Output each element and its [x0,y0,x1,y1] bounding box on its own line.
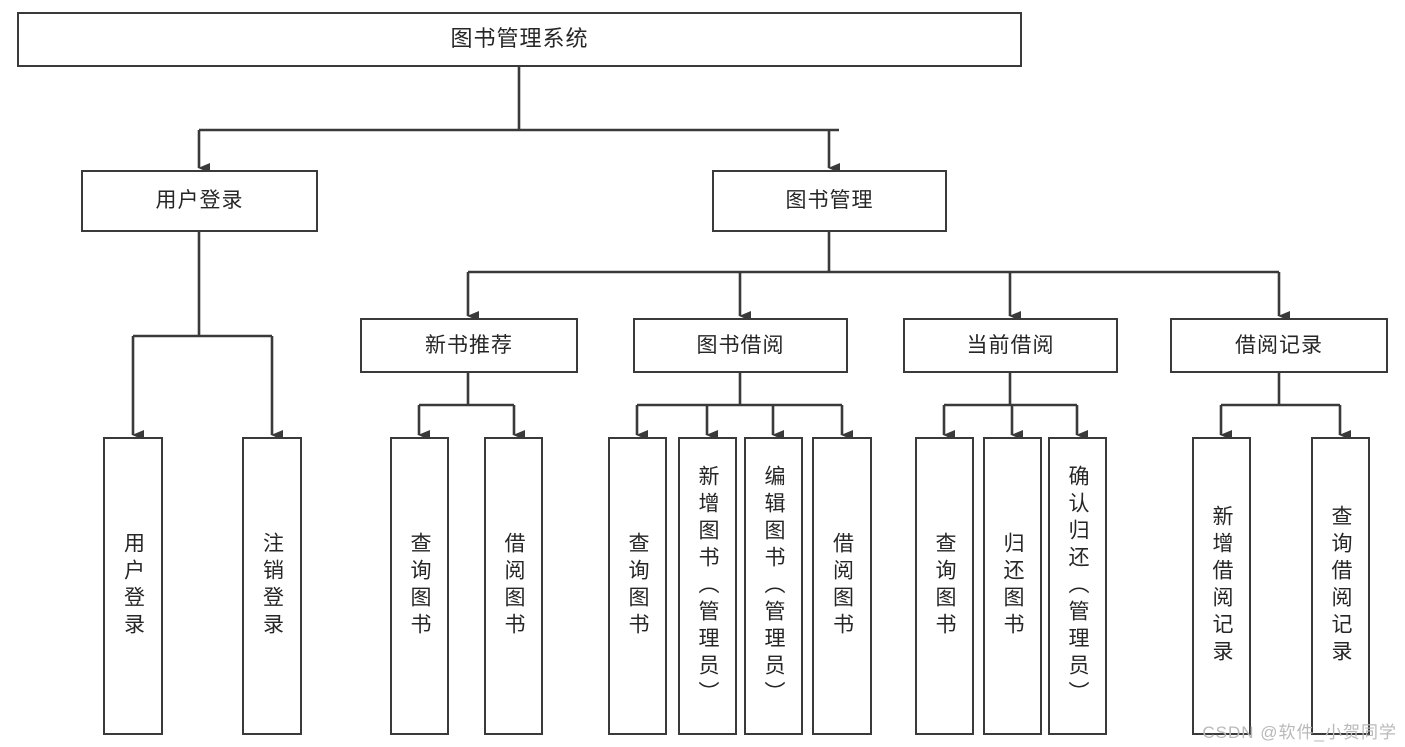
node-current-borrow-label: 当前借阅 [966,333,1055,357]
node-user-login-label: 用户登录 [155,189,244,213]
leaf-user-login-label: 用户登录 [121,532,145,640]
leaf-add-record-label: 新增借阅记录 [1210,505,1233,667]
leaf-query-record-label: 查询借阅记录 [1329,505,1352,667]
node-book-manage-label: 图书管理 [785,189,874,213]
leaf-edit-book[interactable]: 编辑图书（管理员） [744,437,803,735]
leaf-query-book-1[interactable]: 查询图书 [390,437,449,735]
node-current-borrow[interactable]: 当前借阅 [903,318,1118,373]
node-user-login[interactable]: 用户登录 [81,170,318,232]
leaf-query-book-3[interactable]: 查询图书 [915,437,974,735]
leaf-edit-book-label: 编辑图书（管理员） [762,464,785,708]
leaf-confirm-return[interactable]: 确认归还（管理员） [1048,437,1107,735]
node-book-borrow[interactable]: 图书借阅 [633,318,848,373]
leaf-user-login[interactable]: 用户登录 [103,437,163,735]
node-root[interactable]: 图书管理系统 [17,12,1022,67]
leaf-logout[interactable]: 注销登录 [242,437,302,735]
csdn-watermark: CSDN @软件_小贺同学 [1202,723,1397,742]
leaf-borrow-book-2-label: 借阅图书 [830,532,854,640]
node-book-manage[interactable]: 图书管理 [712,170,947,232]
leaf-logout-label: 注销登录 [260,532,284,640]
node-new-book-recommend-label: 新书推荐 [425,333,513,357]
leaf-add-record[interactable]: 新增借阅记录 [1192,437,1251,735]
node-borrow-record[interactable]: 借阅记录 [1170,318,1388,373]
leaf-borrow-book-1-label: 借阅图书 [502,532,525,640]
leaf-query-book-3-label: 查询图书 [933,532,956,640]
node-root-label: 图书管理系统 [450,26,589,52]
leaf-add-book[interactable]: 新增图书（管理员） [678,437,737,735]
leaf-add-book-label: 新增图书（管理员） [696,464,719,708]
leaf-query-book-2-label: 查询图书 [626,532,649,640]
leaf-return-book-label: 归还图书 [1001,532,1024,640]
leaf-borrow-book-1[interactable]: 借阅图书 [484,437,543,735]
leaf-return-book[interactable]: 归还图书 [983,437,1042,735]
node-book-borrow-label: 图书借阅 [696,333,785,357]
leaf-borrow-book-2[interactable]: 借阅图书 [812,437,872,735]
leaf-query-record[interactable]: 查询借阅记录 [1311,437,1370,735]
node-new-book-recommend[interactable]: 新书推荐 [360,318,578,373]
leaf-confirm-return-label: 确认归还（管理员） [1066,464,1089,708]
leaf-query-book-2[interactable]: 查询图书 [608,437,667,735]
node-borrow-record-label: 借阅记录 [1235,333,1323,357]
leaf-query-book-1-label: 查询图书 [408,532,431,640]
